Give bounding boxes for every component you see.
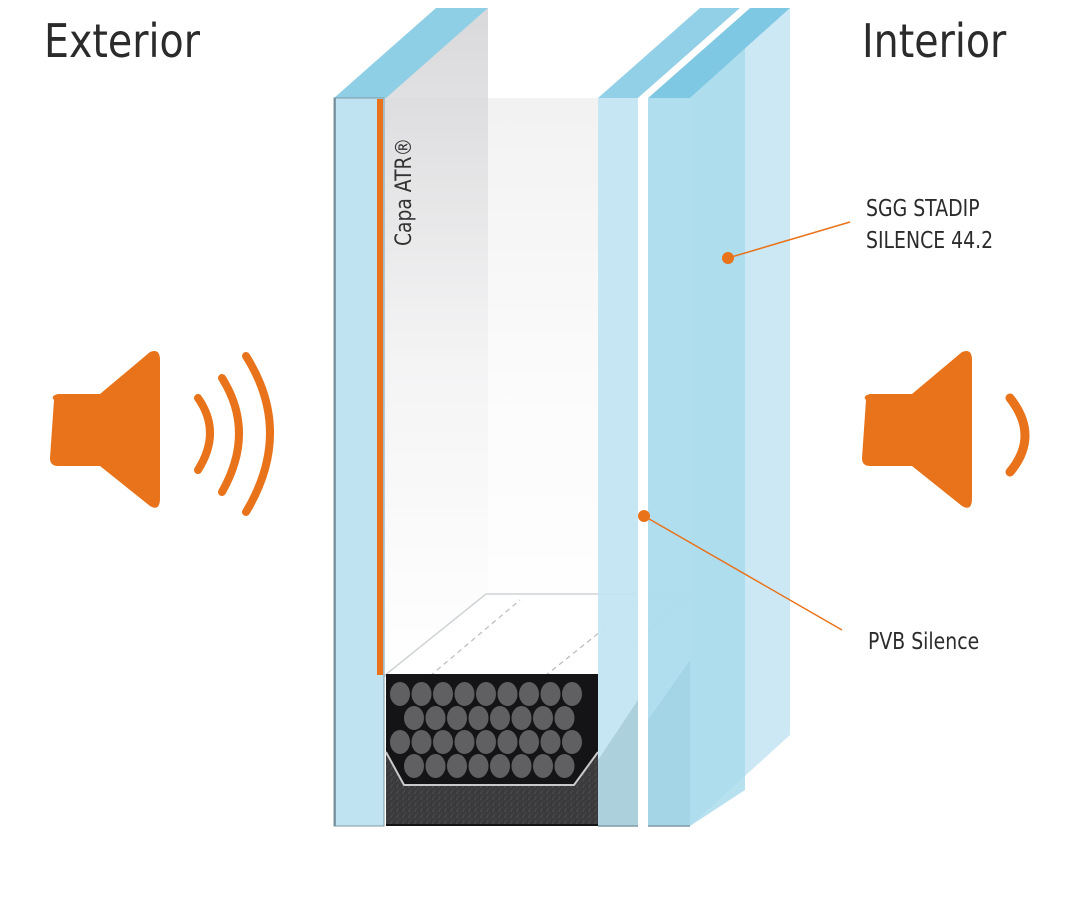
desiccant-bead bbox=[433, 730, 453, 754]
desiccant-bead bbox=[476, 682, 496, 706]
desiccant-bead bbox=[447, 706, 467, 730]
speaker-loud-icon bbox=[50, 351, 274, 516]
desiccant-bead bbox=[433, 682, 453, 706]
desiccant-bead bbox=[519, 730, 539, 754]
desiccant-beads bbox=[390, 682, 582, 778]
desiccant-bead bbox=[497, 730, 518, 754]
desiccant-bead bbox=[468, 754, 489, 778]
interior-title: Interior bbox=[862, 14, 1007, 68]
interior-laminated-pane bbox=[598, 8, 790, 827]
desiccant-bead bbox=[562, 730, 582, 754]
desiccant-bead bbox=[511, 754, 532, 778]
atr-coating-label: Capa ATR® bbox=[392, 137, 417, 246]
pvb-interlayer-label: PVB Silence bbox=[868, 629, 980, 655]
desiccant-bead bbox=[497, 682, 518, 706]
desiccant-bead bbox=[390, 682, 410, 706]
laminated-glass-label-line1: SGG STADIP bbox=[866, 196, 980, 222]
speaker-quiet-icon bbox=[862, 351, 1030, 508]
desiccant-bead bbox=[490, 754, 510, 778]
desiccant-bead bbox=[454, 730, 475, 754]
desiccant-bead bbox=[411, 682, 432, 706]
desiccant-bead bbox=[554, 706, 575, 730]
exterior-title: Exterior bbox=[44, 14, 200, 68]
desiccant-bead bbox=[540, 682, 561, 706]
desiccant-bead bbox=[511, 706, 532, 730]
desiccant-bead bbox=[425, 754, 446, 778]
desiccant-bead bbox=[447, 754, 467, 778]
desiccant-bead bbox=[533, 706, 553, 730]
laminated-glass-label-line2: SILENCE 44.2 bbox=[866, 228, 994, 254]
desiccant-bead bbox=[476, 730, 496, 754]
desiccant-bead bbox=[554, 754, 575, 778]
atr-coating-layer bbox=[377, 99, 383, 675]
desiccant-bead bbox=[404, 754, 424, 778]
desiccant-bead bbox=[425, 706, 446, 730]
callout-sgg bbox=[722, 221, 851, 264]
desiccant-bead bbox=[411, 730, 432, 754]
pvb-interlayer bbox=[638, 98, 648, 826]
desiccant-bead bbox=[562, 682, 582, 706]
desiccant-bead bbox=[533, 754, 553, 778]
air-cavity bbox=[384, 8, 598, 680]
spacer-bar bbox=[385, 674, 599, 826]
callout-pvb bbox=[638, 510, 843, 631]
desiccant-bead bbox=[468, 706, 489, 730]
desiccant-bead bbox=[404, 706, 424, 730]
desiccant-bead bbox=[490, 706, 510, 730]
desiccant-bead bbox=[390, 730, 410, 754]
desiccant-bead bbox=[454, 682, 475, 706]
laminated-glass-label: SGG STADIP SILENCE 44.2 bbox=[866, 193, 993, 257]
desiccant-bead bbox=[540, 730, 561, 754]
desiccant-bead bbox=[519, 682, 539, 706]
exterior-glass-pane bbox=[333, 8, 488, 827]
